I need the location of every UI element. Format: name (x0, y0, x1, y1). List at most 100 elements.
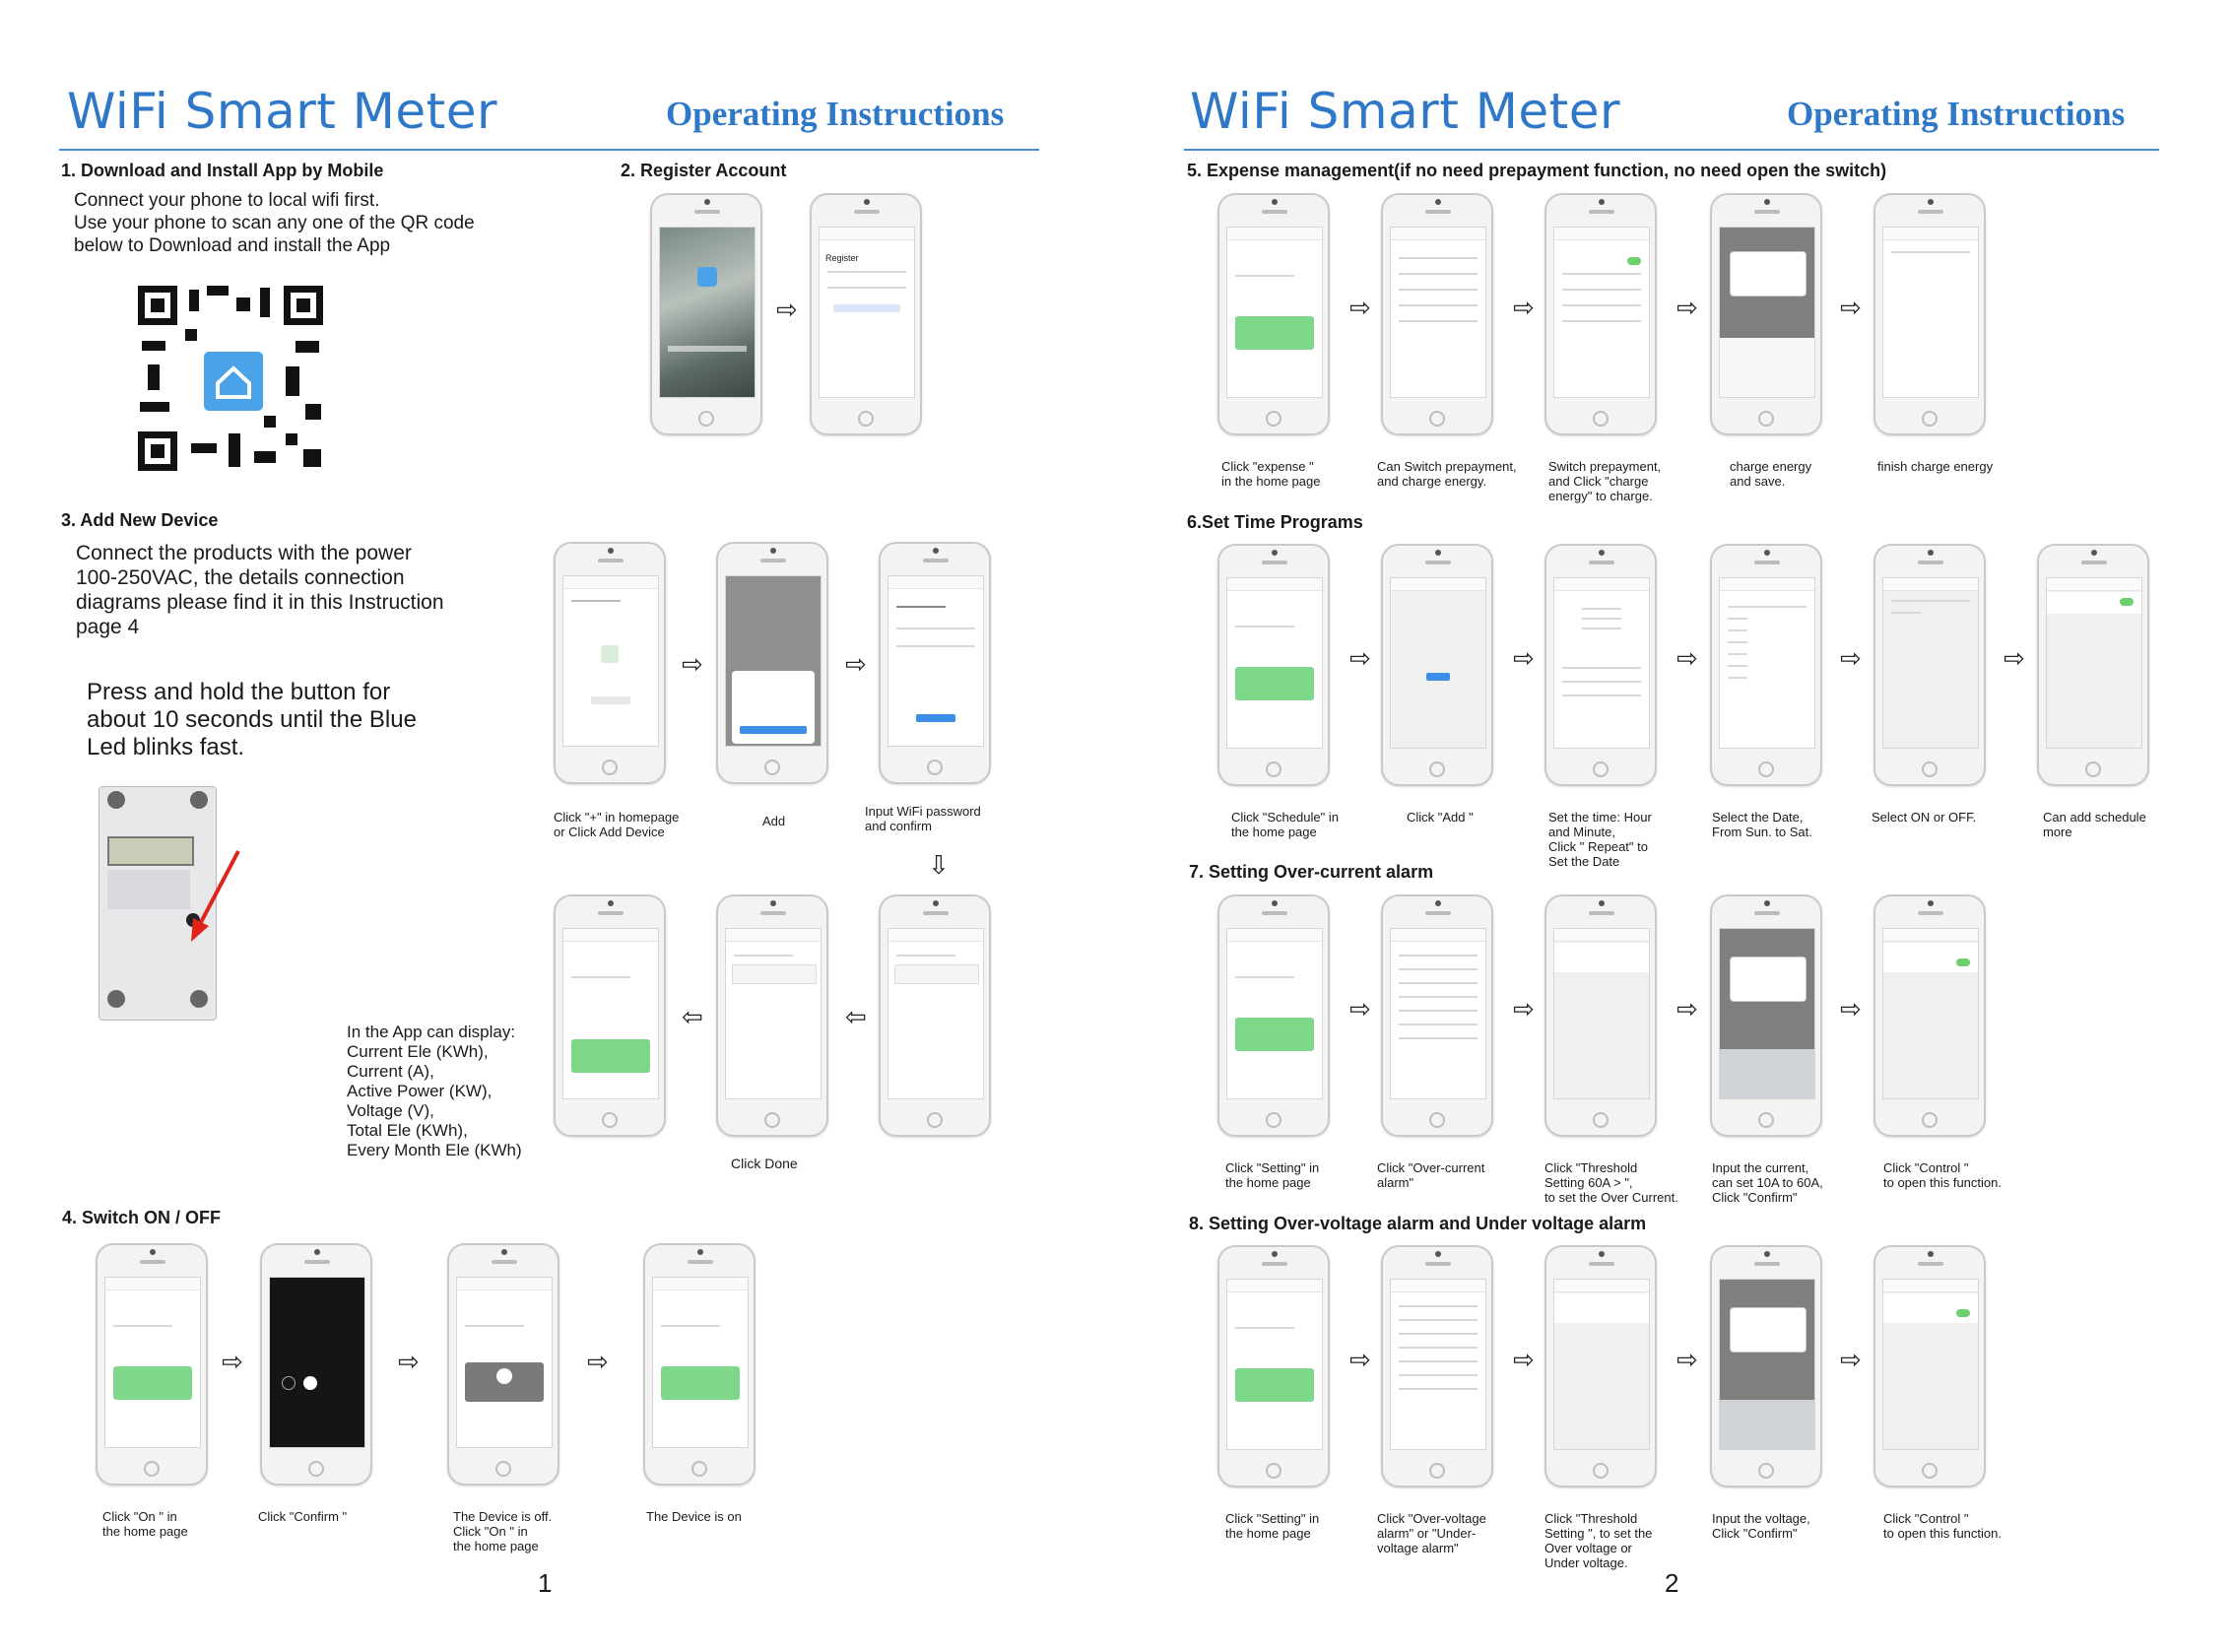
sec7-caption-4: Input the current, can set 10A to 60A, C… (1712, 1160, 1823, 1205)
left-arrow-icon: ⇦ (845, 1003, 867, 1032)
sec4-caption-3: The Device is off. Click "On " in the ho… (453, 1509, 553, 1553)
smart-life-app-icon (201, 349, 266, 414)
phone-device-off (447, 1243, 559, 1486)
right-arrow-icon: ⇨ (1349, 995, 1371, 1024)
phone-overcurrent-control (1873, 894, 1986, 1137)
right-arrow-icon: ⇨ (2004, 644, 2025, 674)
smart-meter-device (99, 786, 217, 1021)
right-arrow-icon: ⇨ (1513, 644, 1535, 674)
phone-switch-home (96, 1243, 208, 1486)
right-arrow-icon: ⇨ (1349, 1346, 1371, 1375)
phone-register-form: Register (810, 193, 922, 435)
sec5-caption-5: finish charge energy (1877, 459, 1994, 474)
right-arrow-icon: ⇨ (1840, 995, 1862, 1024)
phone-device-on (643, 1243, 756, 1486)
sec6-caption-5: Select ON or OFF. (1872, 810, 1977, 825)
sec7-caption-2: Click "Over-current alarm" (1377, 1160, 1485, 1190)
sec6-caption-3: Set the time: Hour and Minute, Click " R… (1548, 810, 1652, 869)
sec7-caption-3: Click "Threshold Setting 60A > ", to set… (1544, 1160, 1678, 1205)
left-header-rule (59, 149, 1039, 151)
phone-device-found (716, 542, 828, 784)
phone-wifi-password (879, 542, 991, 784)
right-arrow-icon: ⇨ (1513, 294, 1535, 323)
phone-add-device-home (554, 542, 666, 784)
right-page-number: 2 (1665, 1568, 1679, 1598)
right-subtitle: Operating Instructions (1787, 95, 2126, 133)
phone-select-days (1710, 544, 1822, 786)
right-arrow-icon: ⇨ (1676, 644, 1698, 674)
phone-switch-confirm (260, 1243, 372, 1486)
sec7-caption-5: Click "Control " to open this function. (1883, 1160, 2002, 1190)
qr-code (138, 286, 323, 471)
phone-input-current (1710, 894, 1822, 1137)
right-arrow-icon: ⇨ (845, 650, 867, 680)
sec5-caption-2: Can Switch prepayment, and charge energy… (1377, 459, 1517, 489)
left-page-number: 1 (538, 1568, 553, 1598)
sec8-caption-5: Click "Control " to open this function. (1883, 1511, 2002, 1541)
phone-setting-list (1381, 894, 1493, 1137)
sec5-caption-4: charge energy and save. (1730, 459, 1812, 489)
sec3-caption-2: Add (762, 814, 786, 828)
right-arrow-icon: ⇨ (1349, 644, 1371, 674)
right-arrow-icon: ⇨ (587, 1348, 609, 1377)
phone-overcurrent-alarm (1544, 894, 1657, 1137)
right-title: WiFi Smart Meter (1190, 83, 1621, 140)
right-arrow-icon: ⇨ (1676, 1346, 1698, 1375)
right-arrow-icon: ⇨ (1840, 294, 1862, 323)
phone-register-splash (650, 193, 762, 435)
sec8-heading: 8. Setting Over-voltage alarm and Under … (1189, 1214, 1647, 1233)
phone-voltage-home (1217, 1245, 1330, 1487)
sec7-heading: 7. Setting Over-current alarm (1189, 862, 1434, 882)
sec5-caption-1: Click "expense " in the home page (1221, 459, 1321, 489)
register-label: Register (825, 253, 859, 263)
left-arrow-icon: ⇦ (682, 1003, 703, 1032)
phone-setting-home (1217, 894, 1330, 1137)
phone-voltage-alarm (1544, 1245, 1657, 1487)
sec3-caption-3: Input WiFi password and confirm (865, 804, 981, 833)
right-arrow-icon: ⇨ (1513, 995, 1535, 1024)
sec3-heading: 3. Add New Device (61, 510, 219, 530)
phone-voltage-control (1873, 1245, 1986, 1487)
sec7-caption-1: Click "Setting" in the home page (1225, 1160, 1320, 1190)
sec5-caption-3: Switch prepayment, and Click "charge ene… (1548, 459, 1662, 503)
sec8-caption-3: Click "Threshold Setting ", to set the O… (1544, 1511, 1653, 1570)
sec1-heading: 1. Download and Install App by Mobile (61, 161, 384, 180)
sec8-caption-1: Click "Setting" in the home page (1225, 1511, 1320, 1541)
right-arrow-icon: ⇨ (1513, 1346, 1535, 1375)
phone-prepayment-switch (1544, 193, 1657, 435)
phone-expense-home (1217, 193, 1330, 435)
right-arrow-icon: ⇨ (1840, 1346, 1862, 1375)
red-pointer-arrow-icon (191, 850, 240, 942)
right-arrow-icon: ⇨ (682, 650, 703, 680)
left-title: WiFi Smart Meter (67, 83, 498, 140)
phone-schedule-empty (1381, 544, 1493, 786)
sec1-text: Connect your phone to local wifi first. … (74, 190, 475, 256)
right-arrow-icon: ⇨ (398, 1348, 420, 1377)
phone-adding-device (879, 894, 991, 1137)
sec3-text: Connect the products with the power 100-… (76, 542, 444, 638)
right-arrow-icon: ⇨ (222, 1348, 243, 1377)
right-header-rule (1184, 149, 2159, 151)
sec2-heading: 2. Register Account (621, 161, 787, 180)
sec6-caption-6: Can add schedule more (2043, 810, 2146, 839)
sec6-caption-1: Click "Schedule" in the home page (1231, 810, 1339, 839)
right-arrow-icon: ⇨ (1840, 644, 1862, 674)
sec3-caption-4: Click Done (731, 1156, 798, 1171)
phone-input-voltage (1710, 1245, 1822, 1487)
sec4-heading: 4. Switch ON / OFF (62, 1208, 222, 1227)
sec4-caption-2: Click "Confirm " (258, 1509, 348, 1524)
phone-expense-settings (1381, 193, 1493, 435)
sec8-caption-2: Click "Over-voltage alarm" or "Under- vo… (1377, 1511, 1486, 1555)
phone-select-on-off (1873, 544, 1986, 786)
sec6-caption-4: Select the Date, From Sun. to Sat. (1712, 810, 1812, 839)
right-arrow-icon: ⇨ (1349, 294, 1371, 323)
sec3-press-text: Press and hold the button for about 10 s… (87, 679, 417, 760)
phone-charge-energy (1710, 193, 1822, 435)
right-arrow-icon: ⇨ (1676, 294, 1698, 323)
sec6-caption-2: Click "Add " (1407, 810, 1474, 825)
phone-schedule-list (2037, 544, 2149, 786)
sec8-caption-4: Input the voltage, Click "Confirm" (1712, 1511, 1810, 1541)
phone-time-picker (1544, 544, 1657, 786)
sec4-caption-4: The Device is on (646, 1509, 742, 1524)
sec4-caption-1: Click "On " in the home page (102, 1509, 188, 1539)
